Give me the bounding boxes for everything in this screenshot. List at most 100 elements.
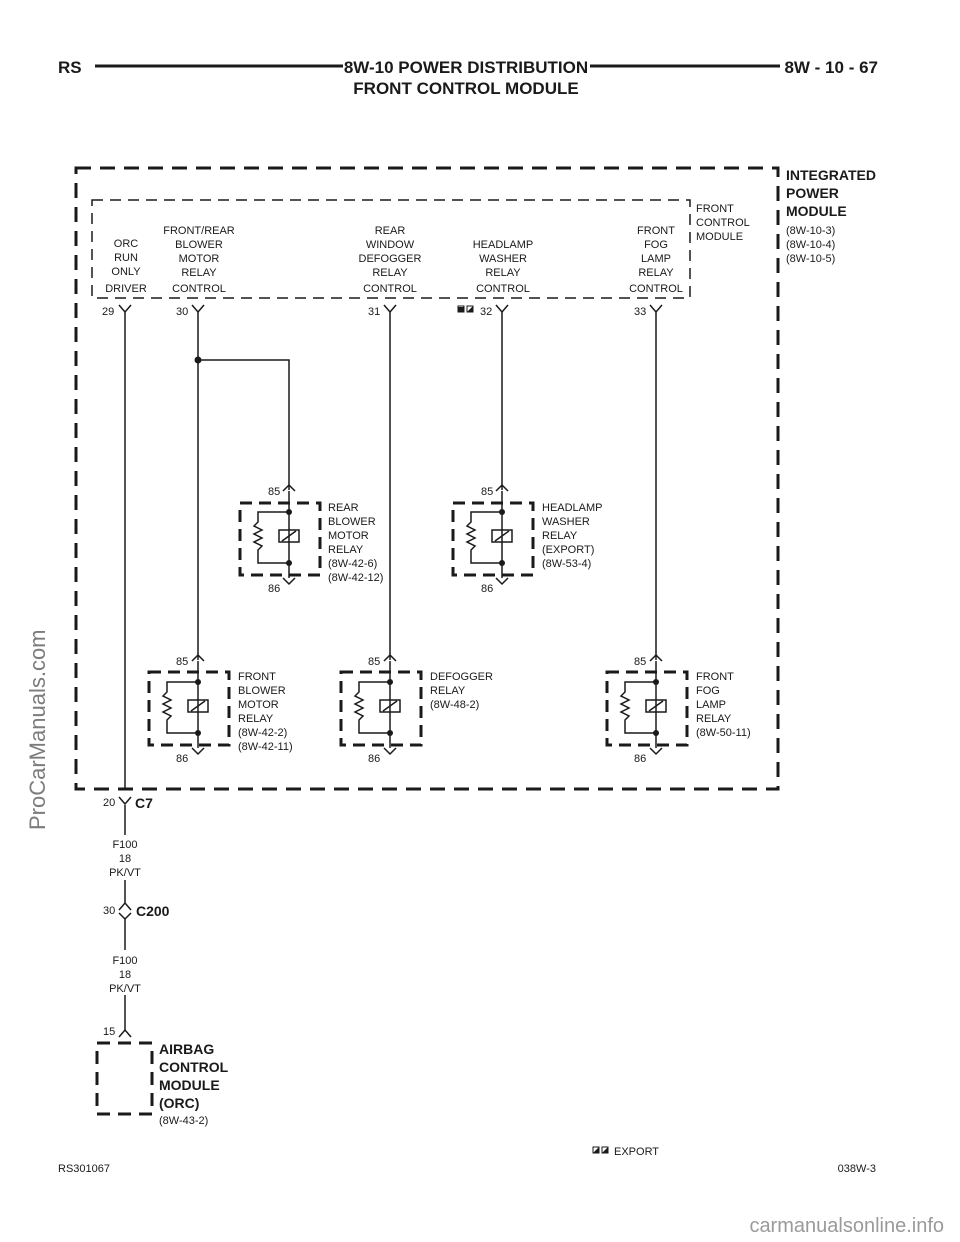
circuit-label-line: FRONT/REAR <box>163 225 235 237</box>
ipm-ref-2: (8W-10-4) <box>786 239 835 251</box>
footer-right: 038W-3 <box>838 1163 876 1175</box>
export-marker-icon <box>457 305 474 313</box>
headlamp-washer-relay: 85 86 HEADLAMP WASHER RELAY (EXPORT) (8W… <box>451 483 603 595</box>
orc-name-line4: (ORC) <box>159 1095 199 1111</box>
side-watermark: ProCarManuals.com <box>25 629 50 830</box>
front-blower-motor-relay: 85 86 FRONT BLOWER MOTOR RELAY (8W-42-2)… <box>147 653 293 765</box>
circuit-label-line: WASHER <box>479 253 527 265</box>
relay-label-line: (8W-42-6) <box>328 558 377 570</box>
ipm-name-line1: INTEGRATED <box>786 167 876 183</box>
relay-label-line: FRONT <box>696 671 734 683</box>
circuit-label-line: CONTROL <box>172 283 226 295</box>
relay-label-line: BLOWER <box>328 516 376 528</box>
circuit-31-label: REAR WINDOW DEFOGGER RELAY CONTROL <box>359 225 422 295</box>
circuit-label-line: LAMP <box>641 253 671 265</box>
fcm-outline <box>91 199 691 299</box>
circuit-label-line: WINDOW <box>366 239 415 251</box>
circuit-label-line: FRONT <box>637 225 675 237</box>
relay-label-line: (8W-42-2) <box>238 727 287 739</box>
circuit-label-line: CONTROL <box>476 283 530 295</box>
orc-pin: 15 <box>103 1026 115 1038</box>
circuit-label-line: RUN <box>114 252 138 264</box>
connector-c200-symbol <box>118 901 132 921</box>
relay-pin-86: 86 <box>368 753 380 765</box>
relay-label-line: FRONT <box>238 671 276 683</box>
fcm-pin-33: 33 <box>634 306 646 318</box>
ipm-ref-3: (8W-10-5) <box>786 253 835 265</box>
ipm-name-line3: MODULE <box>786 203 847 219</box>
relay-label-line: (EXPORT) <box>542 544 594 556</box>
relay-label-line: HEADLAMP <box>542 502 603 514</box>
circuit-label-line: FOG <box>644 239 668 251</box>
relay-label-line: LAMP <box>696 699 726 711</box>
relay-label-line: (8W-48-2) <box>430 699 479 711</box>
header-right: 8W - 10 - 67 <box>784 58 878 77</box>
defogger-relay: 85 86 DEFOGGER RELAY (8W-48-2) <box>339 653 493 765</box>
circuit-29-label: ORC RUN ONLY DRIVER <box>105 238 147 295</box>
relay-label-line: BLOWER <box>238 685 286 697</box>
fcm-name-line3: MODULE <box>696 231 743 243</box>
footer-left: RS301067 <box>58 1163 110 1175</box>
ipm-name-line2: POWER <box>786 185 839 201</box>
relay-label-line: (8W-50-11) <box>696 727 751 739</box>
relay-label-line: RELAY <box>542 530 578 542</box>
wire-label-line: 18 <box>119 969 131 981</box>
fcm-pin-symbols <box>118 304 663 314</box>
circuit-label-line: CONTROL <box>363 283 417 295</box>
ipm-ref-1: (8W-10-3) <box>786 225 835 237</box>
wires <box>124 312 657 1030</box>
fcm-name-line1: FRONT <box>696 203 734 215</box>
relay-label-line: DEFOGGER <box>430 671 493 683</box>
export-legend-label: EXPORT <box>614 1146 659 1158</box>
relay-label-line: WASHER <box>542 516 590 528</box>
wire-label-line: PK/VT <box>109 983 141 995</box>
fcm-pin-30: 30 <box>176 306 188 318</box>
circuit-label-line: REAR <box>375 225 406 237</box>
circuit-label-line: DRIVER <box>105 283 147 295</box>
wire-label-1: F100 18 PK/VT <box>109 839 141 879</box>
relay-pin-86: 86 <box>268 583 280 595</box>
circuit-33-label: FRONT FOG LAMP RELAY CONTROL <box>629 225 683 295</box>
circuit-label-line: DEFOGGER <box>359 253 422 265</box>
relay-label-line: MOTOR <box>238 699 279 711</box>
relay-pin-85: 85 <box>634 656 646 668</box>
connector-c7-pin: 20 <box>103 797 115 809</box>
relay-label-line: (8W-53-4) <box>542 558 591 570</box>
circuit-30-label: FRONT/REAR BLOWER MOTOR RELAY CONTROL <box>163 225 235 295</box>
orc-name-line2: CONTROL <box>159 1059 229 1075</box>
connector-c200-name: C200 <box>136 903 170 919</box>
relay-label-line: FOG <box>696 685 720 697</box>
relay-label-line: MOTOR <box>328 530 369 542</box>
circuit-label-line: RELAY <box>638 267 674 279</box>
relay-label-line: RELAY <box>238 713 274 725</box>
relay-label-line: REAR <box>328 502 359 514</box>
ipm-outline <box>74 166 780 791</box>
front-fog-lamp-relay: 85 86 FRONT FOG LAMP RELAY (8W-50-11) <box>605 653 751 765</box>
relay-pin-86: 86 <box>176 753 188 765</box>
relay-label-line: (8W-42-11) <box>238 741 293 753</box>
relay-label-line: RELAY <box>430 685 466 697</box>
relay-pin-86: 86 <box>481 583 493 595</box>
wire-label-line: 18 <box>119 853 131 865</box>
circuit-label-line: BLOWER <box>175 239 223 251</box>
wire-label-line: F100 <box>112 955 137 967</box>
circuit-label-line: HEADLAMP <box>473 239 534 251</box>
relay-pin-86: 86 <box>634 753 646 765</box>
splice-dot <box>194 356 202 364</box>
fcm-pin-32: 32 <box>480 306 492 318</box>
wire-label-2: F100 18 PK/VT <box>109 955 141 995</box>
relay-label-line: RELAY <box>328 544 364 556</box>
header-left: RS <box>58 58 82 77</box>
circuit-label-line: RELAY <box>372 267 408 279</box>
circuit-label-line: ONLY <box>111 266 141 278</box>
export-legend-icon <box>592 1146 609 1154</box>
fcm-name-line2: CONTROL <box>696 217 750 229</box>
orc-name-line3: MODULE <box>159 1077 220 1093</box>
circuit-label-line: CONTROL <box>629 283 683 295</box>
circuit-label-line: RELAY <box>485 267 521 279</box>
fcm-pin-31: 31 <box>368 306 380 318</box>
circuit-label-line: ORC <box>114 238 139 250</box>
relay-pin-85: 85 <box>176 656 188 668</box>
rear-blower-motor-relay: 85 86 REAR BLOWER MOTOR RELAY (8W-42-6) … <box>238 483 383 595</box>
relay-label-line: RELAY <box>696 713 732 725</box>
